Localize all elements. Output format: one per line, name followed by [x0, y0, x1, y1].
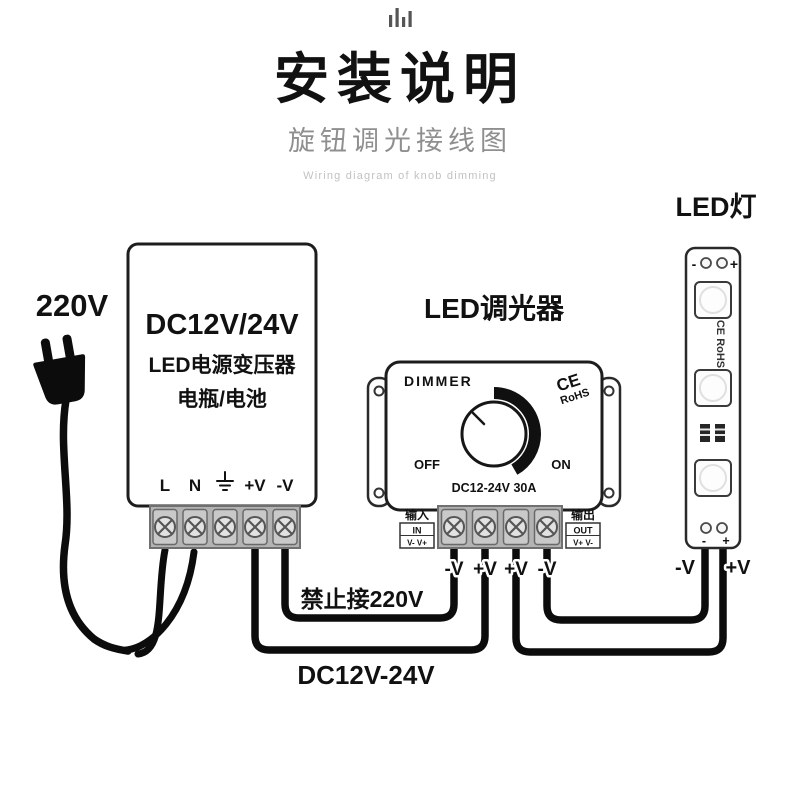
terminal-label-l: L	[160, 476, 170, 495]
strip-bottom-minus: -	[702, 534, 706, 548]
dimmer-device-label: DIMMER	[404, 373, 473, 389]
transformer-terminal-block	[149, 505, 301, 549]
dc-wire-positive	[251, 541, 489, 654]
mains-wire-to-n	[122, 548, 198, 654]
output-label: 输出	[571, 507, 595, 522]
mount-hole-icon	[603, 487, 615, 499]
dc-range-label: DC12V-24V	[297, 660, 435, 690]
dimmer-title: LED调光器	[424, 293, 565, 324]
solder-pad-icon	[716, 257, 728, 269]
dimmer-term4-label: -V	[538, 559, 557, 580]
knob-indicator-icon	[471, 411, 486, 426]
strip-bottom-plus: +	[722, 534, 729, 548]
dimmer-term2-label: +V	[473, 559, 497, 580]
solder-pad-icon	[700, 522, 712, 534]
output-wire-negative	[543, 536, 709, 624]
output-port-group: 输出 OUT V+ V-	[565, 507, 601, 549]
solder-pad-icon	[700, 257, 712, 269]
dimming-arc-icon	[447, 387, 541, 481]
screw-slots	[446, 519, 555, 535]
strip-top-minus: -	[692, 256, 697, 272]
resistor-icon	[700, 424, 710, 442]
cert-vertical-text: CE RoHS	[714, 320, 726, 368]
led-strip-title: LED灯	[676, 192, 757, 222]
dimmer-device: DIMMER CE RoHS OFF ON DC12-24V 30A 输入 IN…	[366, 360, 622, 583]
transformer-battery-label: 电瓶/电池	[177, 387, 267, 411]
transformer: DC12V/24V LED电源变压器 电瓶/电池 L N +V -V	[126, 242, 318, 549]
strip-wire-minus-label: -V	[675, 557, 696, 579]
strip-top-plus: +	[730, 256, 738, 272]
dc-wire-negative	[281, 541, 458, 622]
terminal-label-vminus: -V	[277, 476, 295, 495]
input-port-label: IN	[413, 526, 422, 536]
mains-wire-to-l	[134, 546, 169, 658]
strip-wire-plus-label: +V	[725, 557, 751, 579]
dimmer-term1-label: -V	[445, 559, 464, 580]
strip-cert-label: CE RoHS	[714, 320, 726, 368]
equalizer-logo-icon	[389, 8, 412, 27]
led-chip-icon	[694, 281, 732, 319]
solder-pad-icon	[716, 522, 728, 534]
led-strip: - + CE RoHS - +	[673, 246, 754, 582]
dimmer-terminal-block	[437, 505, 563, 549]
dimmer-knob[interactable]	[447, 387, 541, 481]
mount-hole-icon	[603, 385, 615, 397]
power-plug-icon	[33, 334, 86, 405]
knob-off-label: OFF	[414, 457, 440, 472]
knob-face[interactable]	[460, 400, 528, 468]
warning-label: 禁止接220V	[301, 586, 424, 612]
dimmer-term3-label: +V	[504, 559, 528, 580]
page-subtitle: 旋钮调光接线图	[288, 126, 512, 156]
led-chip-icon	[694, 369, 732, 407]
mount-hole-icon	[373, 385, 385, 397]
terminal-label-n: N	[189, 476, 201, 495]
transformer-type-label: LED电源变压器	[149, 353, 297, 377]
input-pins-label: V- V+	[407, 539, 427, 548]
led-chip-icon	[694, 459, 732, 497]
mount-hole-icon	[373, 487, 385, 499]
output-pins-label: V+ V-	[573, 539, 593, 548]
resistor-icon	[715, 424, 725, 442]
page-subtitle-english: Wiring diagram of knob dimming	[303, 170, 497, 182]
ground-icon	[216, 471, 234, 491]
terminal-label-vplus: +V	[244, 476, 266, 495]
dimmer-rating-label: DC12-24V 30A	[452, 481, 537, 495]
transformer-model-label: DC12V/24V	[145, 309, 299, 341]
knob-on-label: ON	[551, 457, 571, 472]
mains-cable	[59, 396, 132, 655]
screw-slots	[157, 519, 293, 535]
input-port-group: 输入 IN V- V+	[399, 507, 435, 549]
output-wire-positive	[512, 536, 727, 656]
mains-voltage-label: 220V	[36, 288, 109, 323]
output-port-label: OUT	[574, 526, 594, 536]
input-label: 输入	[405, 507, 429, 522]
page-title: 安装说明	[274, 48, 526, 110]
